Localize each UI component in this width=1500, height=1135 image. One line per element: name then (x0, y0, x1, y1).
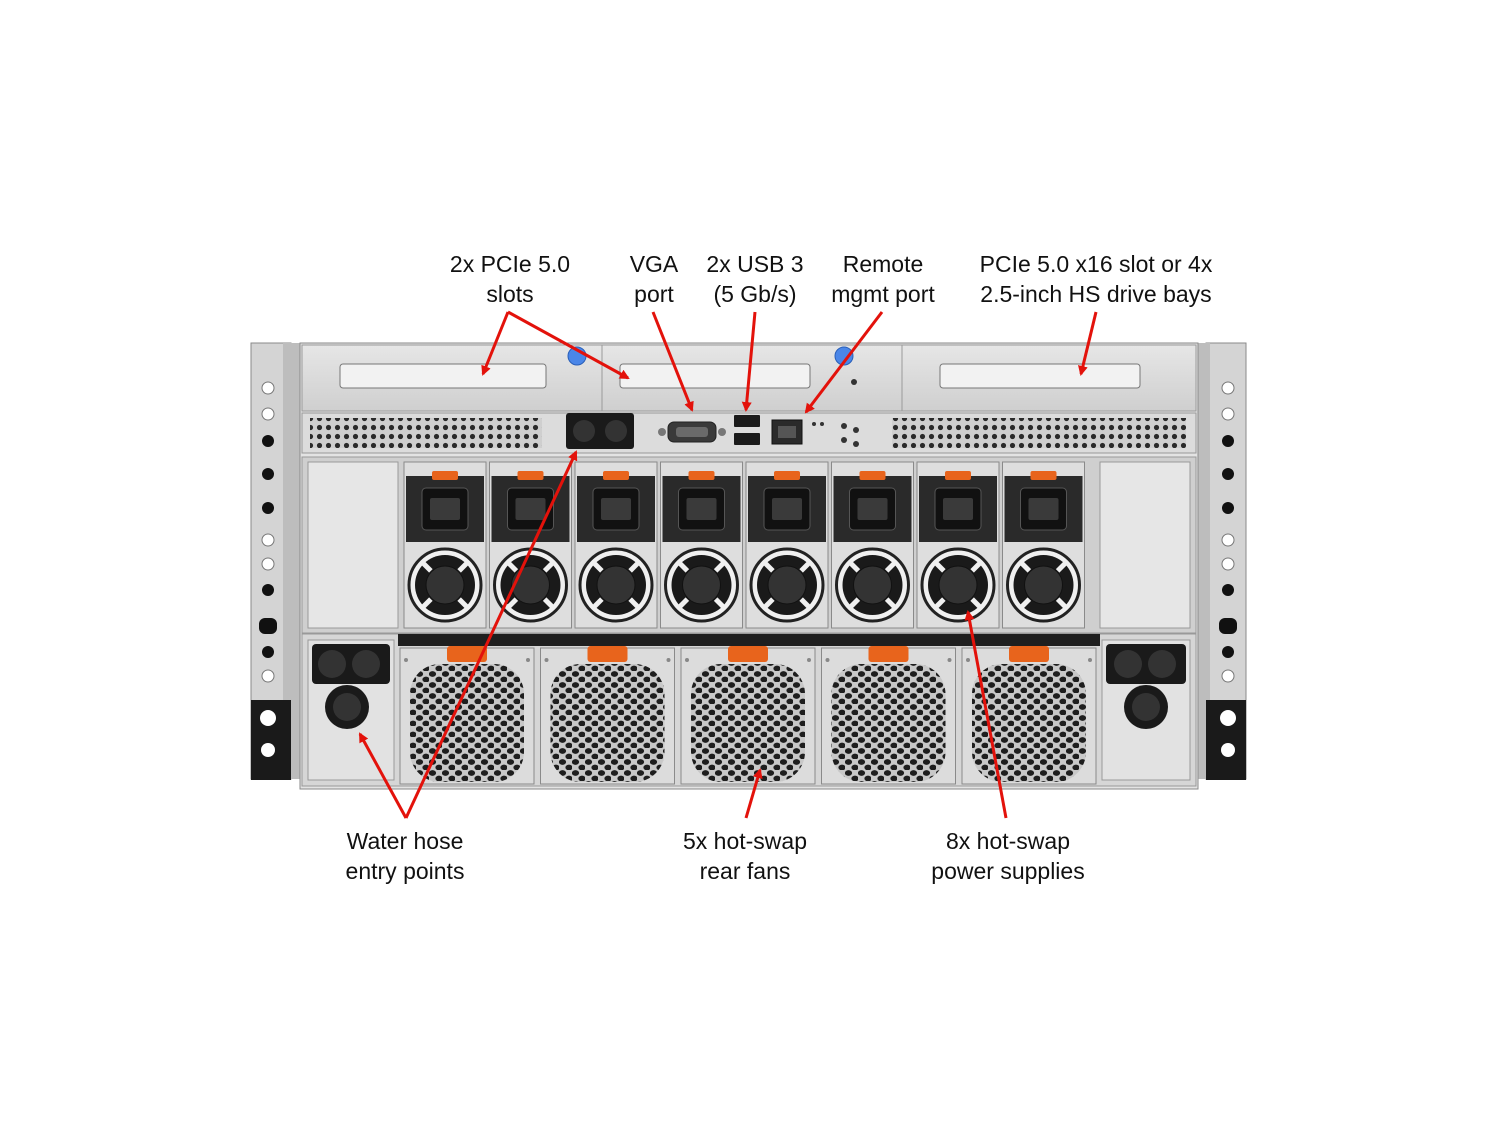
arrow-vga (651, 311, 694, 412)
label-remote-mgmt-port: Remote mgmt port (831, 251, 935, 307)
fan-bay (301, 633, 1197, 787)
arrow-remote-mgmt (804, 311, 884, 414)
release-latch-icon (688, 471, 715, 480)
fan-grille-icon (691, 664, 805, 782)
rear-fan-module[interactable] (399, 646, 535, 785)
fan-grille-icon (410, 664, 524, 782)
power-supply-unit[interactable] (660, 461, 743, 629)
rear-fan-module[interactable] (680, 646, 816, 785)
usb-port-icon (734, 433, 760, 445)
arrow-usb (741, 311, 757, 412)
usb-port-icon (734, 415, 760, 427)
label-water-hose: Water hose entry points (345, 828, 465, 884)
power-supply-unit[interactable] (745, 461, 829, 629)
psu-bay (301, 456, 1197, 634)
left-vent-grille (310, 418, 542, 448)
label-power-supplies: 8x hot-swap power supplies (931, 828, 1085, 884)
release-latch-icon (774, 471, 800, 480)
power-supply-unit[interactable] (1002, 461, 1085, 629)
right-rack-ear (1196, 342, 1247, 780)
fan-grille-icon (972, 664, 1086, 782)
arrow-rear-fans (744, 768, 763, 819)
arrow-drive-bays (1078, 311, 1098, 376)
callout-arrows (358, 310, 1098, 819)
arrow-power-supplies (964, 610, 1008, 819)
power-supply-unit[interactable] (831, 461, 914, 629)
release-latch-icon (603, 471, 629, 480)
arrow-pcie-slot-1 (481, 311, 510, 376)
release-latch-icon (945, 471, 971, 480)
release-latch-icon (432, 471, 458, 480)
power-supply-unit[interactable] (916, 461, 1000, 629)
top-riser-area (301, 344, 1197, 412)
label-pcie-slots: 2x PCIe 5.0 slots (449, 251, 571, 307)
release-latch-icon (728, 646, 768, 662)
fan-group (399, 646, 1097, 785)
arrow-pcie-slot-2 (507, 310, 630, 380)
power-supply-unit[interactable] (574, 461, 658, 629)
release-latch-icon (587, 646, 628, 662)
left-rack-ear (250, 342, 303, 780)
release-latch-icon (868, 646, 909, 662)
io-row (301, 412, 1197, 454)
arrow-water-hose-2 (404, 450, 578, 819)
power-supply-group (403, 461, 1085, 629)
psu-filler-left (307, 461, 399, 629)
power-supply-unit[interactable] (403, 461, 487, 629)
right-vent-grille (892, 418, 1186, 448)
blue-thumbscrew-icon (834, 346, 854, 366)
rear-fan-module[interactable] (961, 646, 1097, 785)
release-latch-icon (859, 471, 886, 480)
label-rear-fans: 5x hot-swap rear fans (682, 828, 807, 884)
rear-fan-module[interactable] (821, 646, 956, 785)
arrow-water-hose-1 (358, 732, 408, 819)
release-latch-icon (1009, 646, 1049, 662)
fan-grille-icon (831, 664, 946, 782)
label-drive-bays: PCIe 5.0 x16 slot or 4x 2.5-inch HS driv… (979, 251, 1213, 307)
label-usb-ports: 2x USB 3 (5 Gb/s) (706, 251, 804, 307)
release-latch-icon (447, 646, 487, 662)
release-latch-icon (1030, 471, 1057, 480)
fan-grille-icon (550, 664, 665, 782)
rear-fan-module[interactable] (540, 646, 675, 785)
label-vga-port: VGA port (629, 251, 679, 307)
release-latch-icon (517, 471, 544, 480)
psu-filler-right (1099, 461, 1191, 629)
